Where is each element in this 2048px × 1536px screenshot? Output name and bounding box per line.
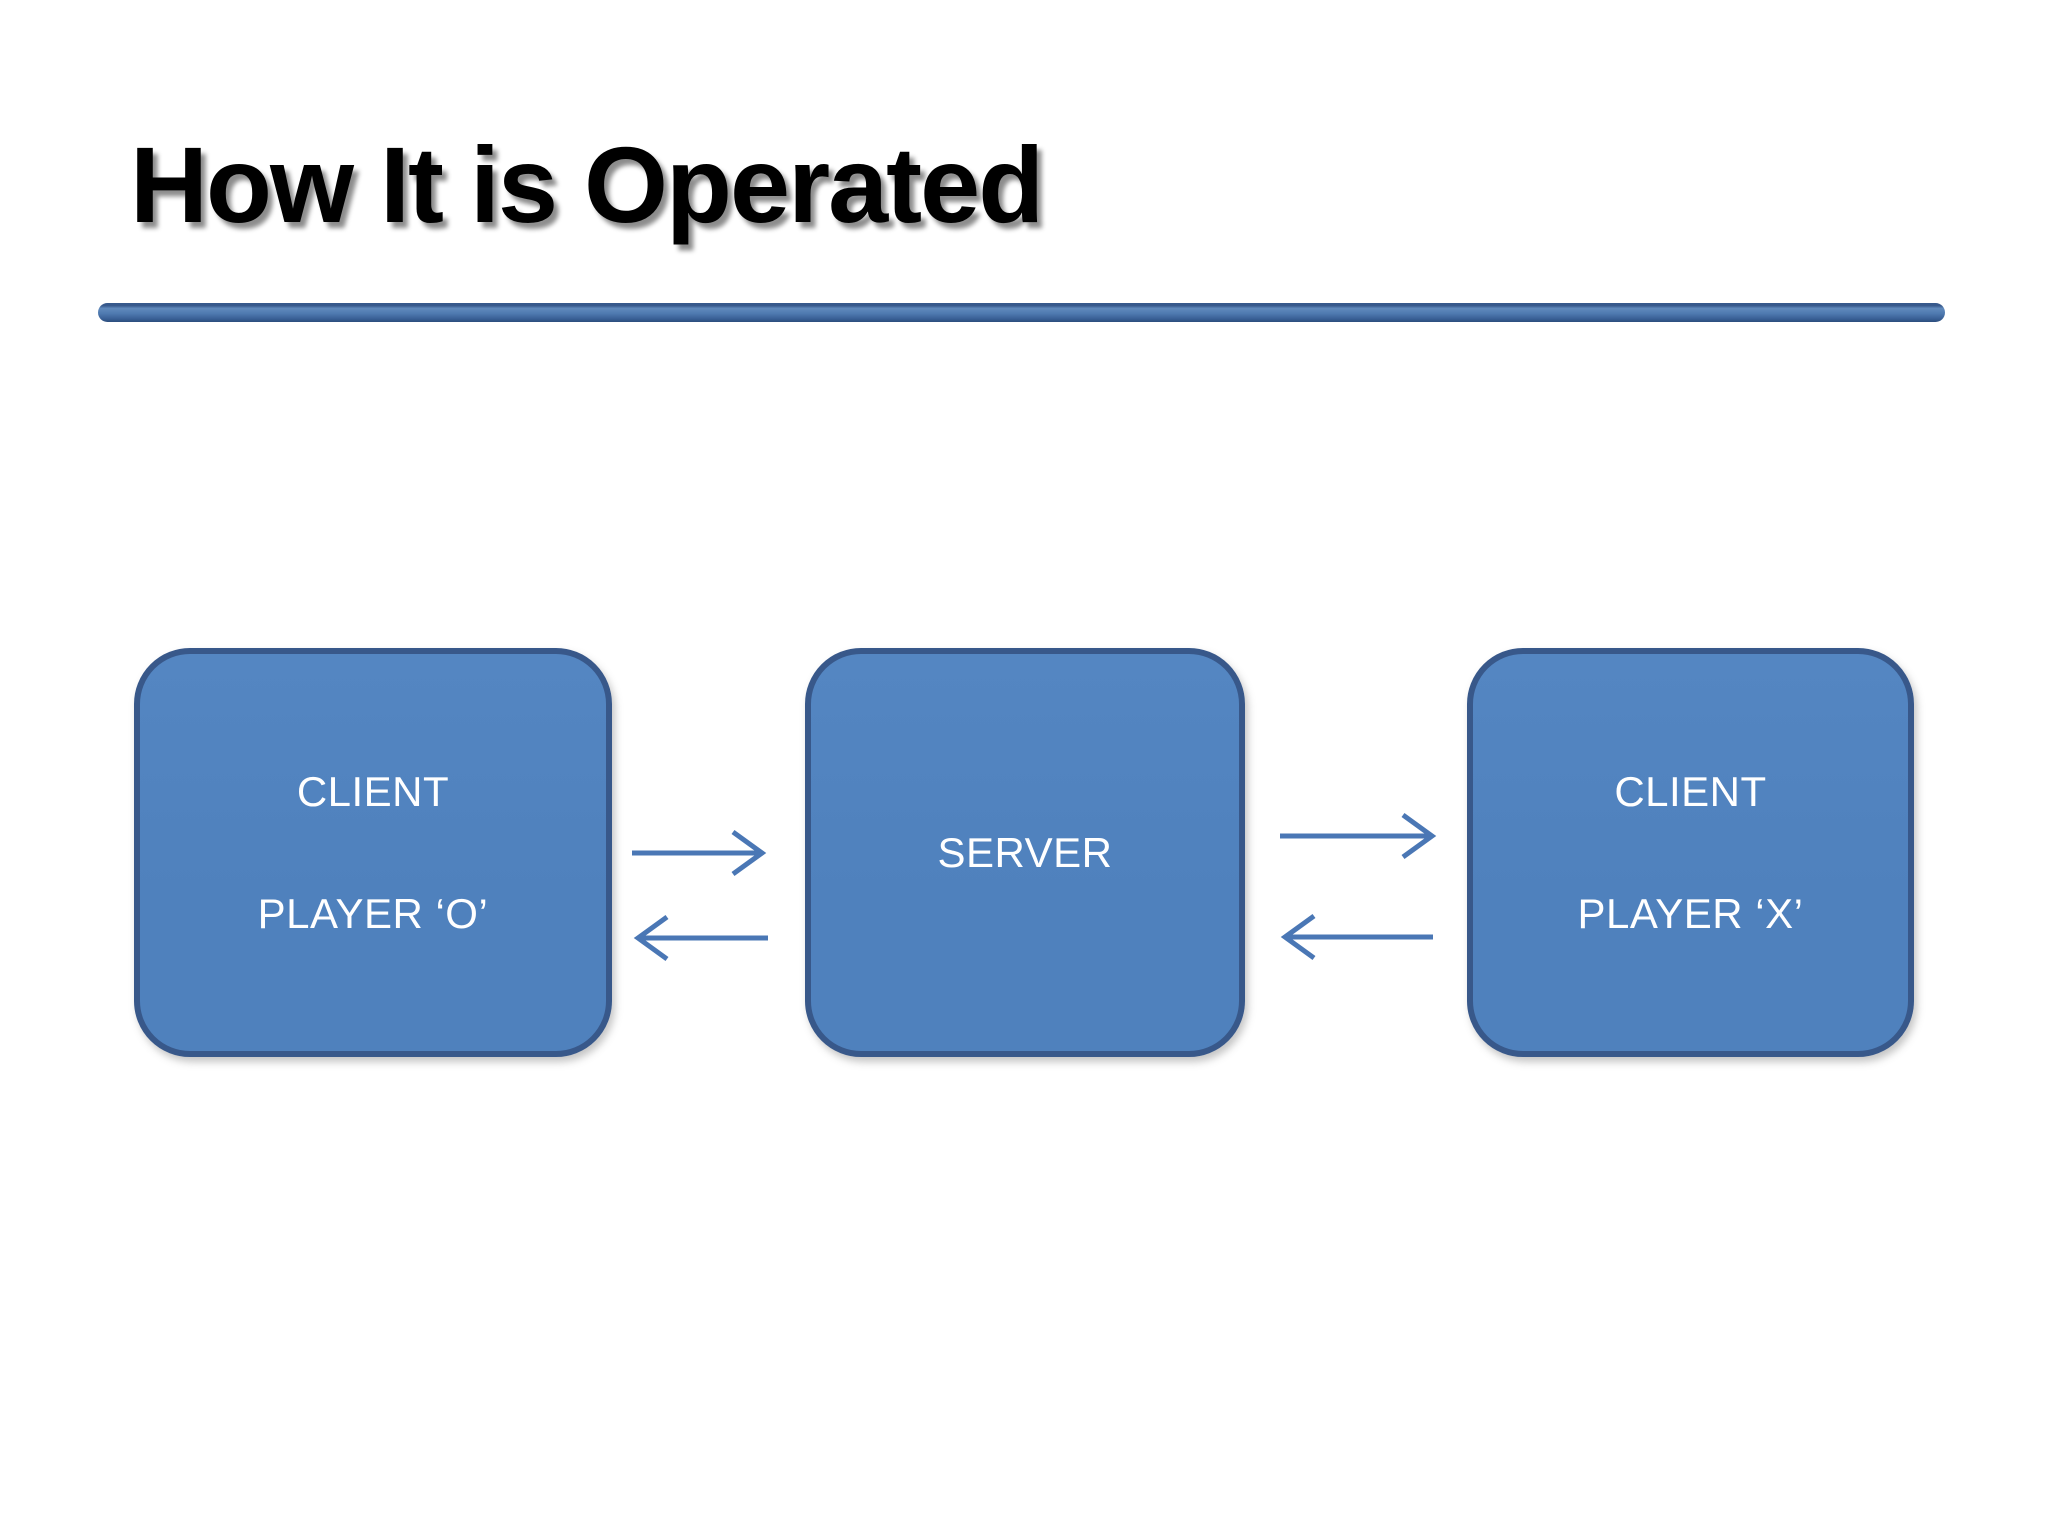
node-client-o-label: CLIENT <box>296 767 450 815</box>
node-server-label: SERVER <box>937 828 1113 876</box>
slide-title: How It is Operated <box>130 124 1044 245</box>
node-server: SERVER <box>805 648 1245 1057</box>
node-player-x-label: PLAYER ‘X’ <box>1577 889 1804 937</box>
node-player-o-label: PLAYER ‘O’ <box>257 889 489 937</box>
arrow-server-to-client-o <box>633 914 768 962</box>
node-client-x-label: CLIENT <box>1614 767 1767 815</box>
title-divider-bar <box>98 303 1945 322</box>
arrow-server-to-client-x <box>1280 812 1437 860</box>
arrow-client-x-to-server <box>1280 913 1433 961</box>
node-client-player-o: CLIENT PLAYER ‘O’ <box>134 648 612 1057</box>
node-client-player-x: CLIENT PLAYER ‘X’ <box>1467 648 1914 1057</box>
arrow-client-o-to-server <box>632 829 767 877</box>
